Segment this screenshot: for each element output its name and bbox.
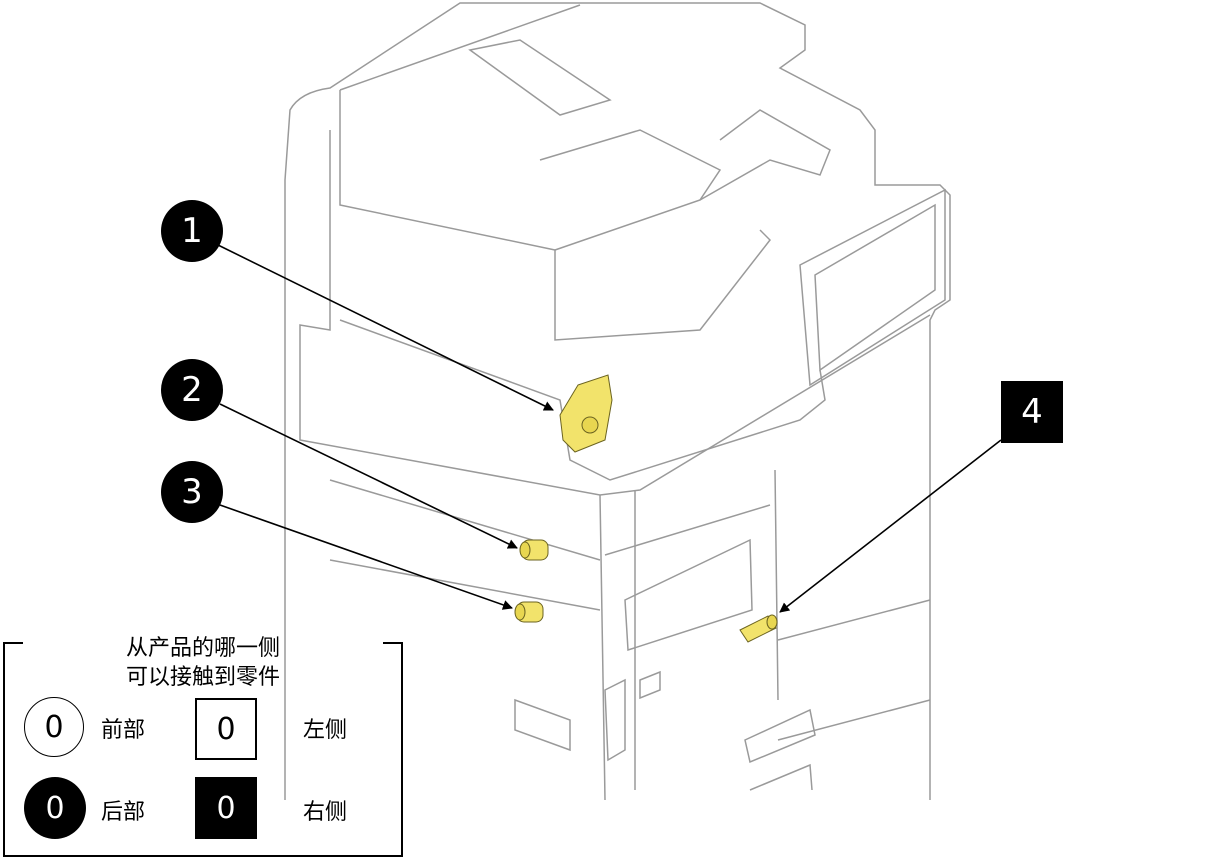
front-symbol: 0 bbox=[24, 697, 84, 757]
highlighted-roller-2 bbox=[519, 539, 549, 561]
callout-2: 2 bbox=[161, 359, 223, 421]
callout-number: 4 bbox=[1021, 392, 1043, 432]
right-side-label: 右侧 bbox=[303, 800, 348, 825]
callout-1: 1 bbox=[161, 200, 223, 262]
callout-number: 2 bbox=[181, 370, 203, 410]
front-label: 前部 bbox=[101, 718, 146, 743]
highlighted-part-1 bbox=[559, 374, 613, 453]
callout-4: 4 bbox=[1001, 381, 1063, 443]
legend-title: 从产品的哪一侧 可以接触到零件 bbox=[5, 634, 401, 692]
legend-title-line2: 可以接触到零件 bbox=[125, 665, 280, 690]
callout-3: 3 bbox=[161, 461, 223, 523]
highlighted-roller-3 bbox=[514, 601, 544, 623]
leader-line-2 bbox=[219, 403, 518, 549]
highlighted-roller-4 bbox=[739, 614, 778, 643]
leader-line-4 bbox=[779, 439, 1002, 613]
leader-line-1 bbox=[217, 244, 554, 411]
right-side-symbol: 0 bbox=[195, 777, 257, 839]
callout-number: 3 bbox=[181, 472, 203, 512]
legend-title-line1: 从产品的哪一侧 bbox=[125, 636, 280, 661]
rear-label: 后部 bbox=[101, 800, 146, 825]
rear-symbol: 0 bbox=[24, 777, 86, 839]
left-side-label: 左侧 bbox=[303, 718, 348, 743]
callout-number: 1 bbox=[181, 211, 203, 251]
printer-outline bbox=[284, 2, 951, 801]
left-side-symbol: 0 bbox=[195, 698, 257, 760]
leader-line-3 bbox=[219, 504, 513, 610]
access-side-legend: 从产品的哪一侧 可以接触到零件 0 前部 0 左侧 0 后部 0 右侧 bbox=[3, 636, 403, 857]
